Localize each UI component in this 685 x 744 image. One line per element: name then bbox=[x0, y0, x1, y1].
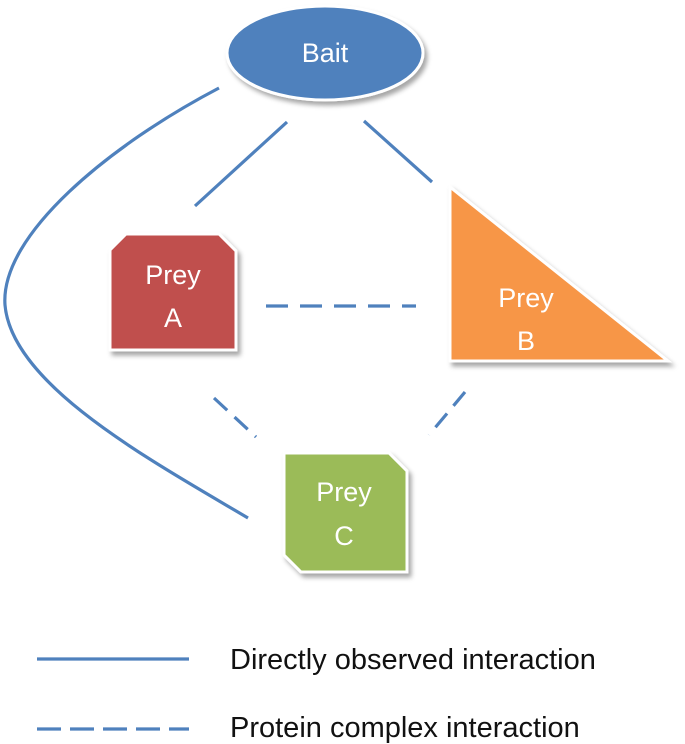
prey-a-label-line1: Prey bbox=[145, 260, 201, 290]
node-prey-b: Prey B bbox=[448, 183, 673, 363]
bait-ellipse bbox=[225, 4, 425, 102]
prey-a-shape bbox=[108, 232, 238, 352]
prey-b-shape bbox=[448, 183, 673, 363]
prey-b-label-line2: B bbox=[517, 326, 535, 356]
bait-label: Bait bbox=[302, 38, 349, 68]
prey-b-label-line1: Prey bbox=[498, 283, 554, 313]
prey-c-label-line2: C bbox=[334, 521, 354, 551]
edge-prey-a-prey-c bbox=[212, 396, 258, 439]
prey-c-label-line1: Prey bbox=[316, 477, 372, 507]
edge-bait-prey-c bbox=[3, 86, 249, 520]
node-prey-c: Prey C bbox=[282, 451, 409, 574]
legend-solid-label: Directly observed interaction bbox=[230, 644, 596, 676]
legend: Directly observed interaction Protein co… bbox=[37, 644, 596, 744]
edge-prey-b-prey-c bbox=[427, 390, 467, 437]
prey-c-shape bbox=[282, 451, 409, 574]
edge-bait-prey-b bbox=[362, 119, 434, 184]
node-bait: Bait bbox=[225, 4, 425, 102]
node-prey-a: Prey A bbox=[108, 232, 238, 352]
edge-bait-prey-a bbox=[193, 120, 289, 208]
legend-dashed-label: Protein complex interaction bbox=[230, 712, 580, 744]
prey-a-label-line2: A bbox=[164, 303, 182, 333]
